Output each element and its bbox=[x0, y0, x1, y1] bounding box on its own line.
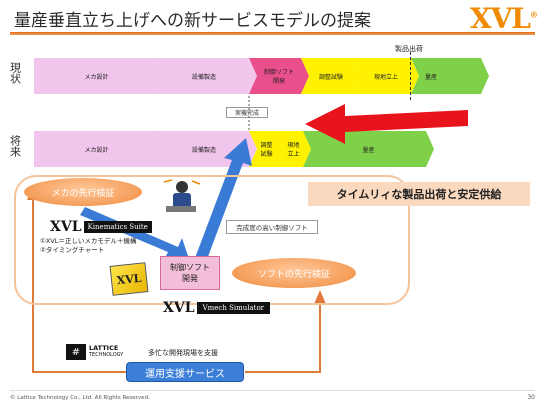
seg-label: 設備製造 bbox=[191, 73, 216, 81]
milestone-label: 製品出荷 bbox=[395, 45, 423, 53]
title-divider bbox=[10, 32, 535, 35]
engineer-person-icon bbox=[162, 178, 202, 218]
future-seg-mecha: メカ設計 bbox=[34, 131, 159, 167]
support-right-arrowhead bbox=[314, 290, 326, 304]
current-label-text: 現状 bbox=[8, 62, 22, 84]
future-seg-mass: 量産 bbox=[303, 131, 434, 167]
tagline-box: タイムリィな製品出荷と安定供給 bbox=[308, 182, 530, 206]
future-seg-onsite: 現地 立上 bbox=[276, 131, 311, 167]
seg-label: 量産 bbox=[425, 73, 438, 81]
milestone-line bbox=[410, 52, 411, 100]
control-to-future-arrow bbox=[195, 138, 252, 262]
seg-label: 現地 立上 bbox=[287, 142, 300, 158]
footer-divider bbox=[10, 390, 535, 391]
lattice-mark-icon: # bbox=[66, 344, 86, 360]
current-seg-equipment: 設備製造 bbox=[151, 58, 257, 94]
seg-label: 設備製造 bbox=[191, 146, 216, 154]
seg-label: 現地立上 bbox=[373, 73, 398, 81]
mecha-verify-oval: メカの先行検証 bbox=[24, 178, 142, 206]
logo-text: XVL bbox=[469, 2, 531, 35]
current-seg-onsite: 現地立上 bbox=[353, 58, 419, 94]
note-2: ②タイミングチャート bbox=[40, 246, 105, 254]
seg-label: 制御ソフト 開発 bbox=[263, 69, 294, 85]
future-row-label: 将来 bbox=[8, 135, 22, 160]
lattice-line1: LATTICE bbox=[89, 344, 119, 352]
page-number: 30 bbox=[527, 394, 535, 401]
vmech-name: Vmech Simulator bbox=[196, 302, 271, 314]
seg-label: 量産 bbox=[362, 146, 375, 154]
ops-support-box: 運用支援サービス bbox=[126, 362, 244, 382]
note-1: ①XVL＝正しいメカモデル＋機構 bbox=[40, 237, 137, 245]
lattice-line2: TECHNOLOGY bbox=[89, 352, 124, 358]
kinematics-xvl: XVL bbox=[50, 219, 82, 235]
notes-list: ①XVL＝正しいメカモデル＋機構 ②タイミングチャート bbox=[40, 237, 136, 255]
soft-verify-oval: ソフトの先行検証 bbox=[232, 258, 356, 288]
current-row-label: 現状 bbox=[8, 62, 22, 87]
support-left-line bbox=[32, 198, 126, 373]
quality-soft-box: 完成度の高い制御ソフト bbox=[226, 220, 318, 234]
logo-mark: ® bbox=[530, 9, 538, 20]
seg-label: 調整試験 bbox=[318, 73, 343, 81]
current-seg-adjust: 調整試験 bbox=[301, 58, 361, 94]
xvl-package-icon: XVL bbox=[109, 262, 149, 296]
xvl-logo: XVL® bbox=[469, 2, 538, 35]
current-seg-control: 制御ソフト 開発 bbox=[249, 58, 309, 94]
seg-label: 調整 試験 bbox=[260, 142, 273, 158]
seg-label: メカ設計 bbox=[84, 146, 109, 154]
control-dev-box: 制御ソフト 開発 bbox=[160, 256, 220, 290]
current-seg-mecha: メカ設計 bbox=[34, 58, 159, 94]
vmech-xvl: XVL bbox=[163, 300, 195, 316]
lattice-logo: # LATTICE TECHNOLOGY bbox=[66, 344, 123, 360]
kinematics-suite-logo: XVL Kinematics Suite bbox=[50, 219, 152, 235]
footer-copyright: © Lattice Technology Co., Ltd. All Right… bbox=[10, 395, 150, 401]
current-timeline: メカ設計 設備製造 制御ソフト 開発 調整試験 現地立上 量産 bbox=[34, 58, 489, 94]
machine-complete-box: 実機完成 bbox=[226, 107, 268, 118]
vmech-simulator-logo: XVL Vmech Simulator bbox=[163, 300, 271, 316]
shift-left-arrow bbox=[305, 104, 468, 144]
mecha-to-control-arrow bbox=[80, 207, 190, 262]
page-title: 量産垂直立ち上げへの新サービスモデルの提案 bbox=[14, 11, 371, 31]
support-right-line bbox=[245, 302, 321, 373]
seg-label: メカ設計 bbox=[84, 73, 109, 81]
future-label-text: 将来 bbox=[8, 135, 22, 157]
busy-support-text: 多忙な開発現場を支援 bbox=[148, 349, 218, 357]
current-seg-mass: 量産 bbox=[411, 58, 489, 94]
kinematics-name: Kinematics Suite bbox=[83, 221, 152, 233]
